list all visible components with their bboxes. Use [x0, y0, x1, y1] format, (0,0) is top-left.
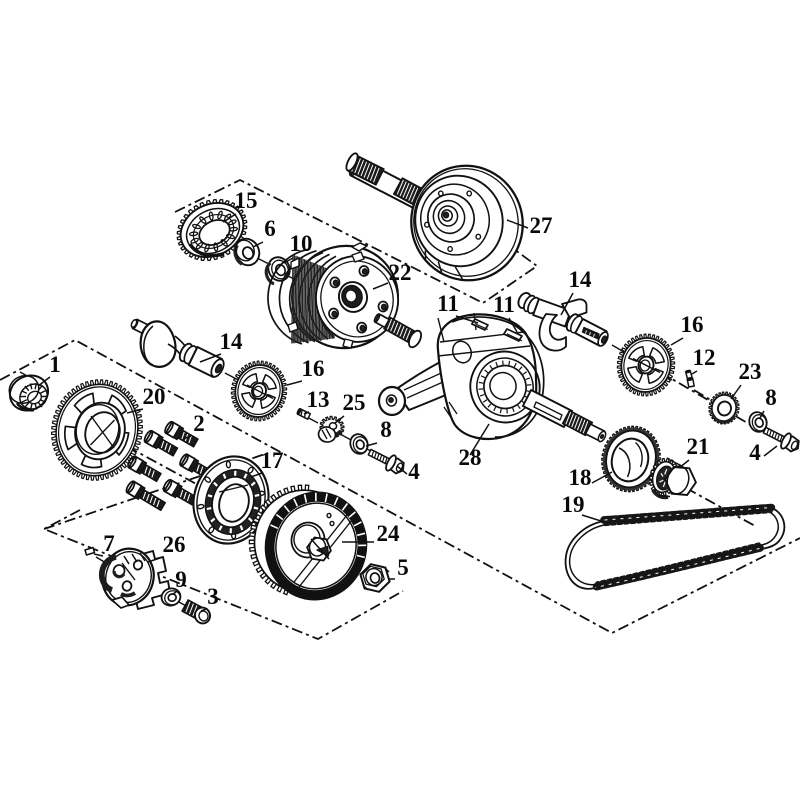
svg-text:4: 4 [749, 440, 761, 465]
svg-text:21: 21 [687, 434, 710, 459]
svg-text:16: 16 [302, 356, 325, 381]
svg-text:24: 24 [377, 521, 401, 546]
svg-text:10: 10 [290, 231, 313, 256]
svg-text:14: 14 [569, 267, 593, 292]
svg-text:27: 27 [530, 213, 553, 238]
svg-text:19: 19 [562, 492, 585, 517]
svg-text:7: 7 [103, 531, 115, 556]
svg-text:5: 5 [397, 555, 409, 580]
svg-text:17: 17 [261, 448, 284, 473]
svg-text:8: 8 [380, 417, 392, 442]
svg-text:6: 6 [264, 216, 276, 241]
svg-text:11: 11 [493, 292, 515, 317]
svg-text:26: 26 [163, 532, 186, 557]
svg-text:1: 1 [49, 352, 61, 377]
svg-text:12: 12 [693, 345, 716, 370]
svg-text:18: 18 [569, 465, 592, 490]
svg-text:4: 4 [408, 459, 420, 484]
svg-text:15: 15 [235, 188, 258, 213]
svg-text:3: 3 [207, 584, 219, 609]
svg-text:28: 28 [459, 445, 482, 470]
svg-text:25: 25 [343, 390, 366, 415]
svg-text:9: 9 [175, 567, 187, 592]
svg-text:16: 16 [681, 312, 704, 337]
svg-text:8: 8 [765, 385, 777, 410]
svg-text:13: 13 [307, 387, 330, 412]
svg-text:14: 14 [220, 329, 244, 354]
svg-text:11: 11 [437, 291, 459, 316]
svg-text:23: 23 [739, 359, 762, 384]
svg-text:20: 20 [143, 384, 166, 409]
svg-text:22: 22 [389, 260, 412, 285]
svg-text:2: 2 [193, 411, 205, 436]
